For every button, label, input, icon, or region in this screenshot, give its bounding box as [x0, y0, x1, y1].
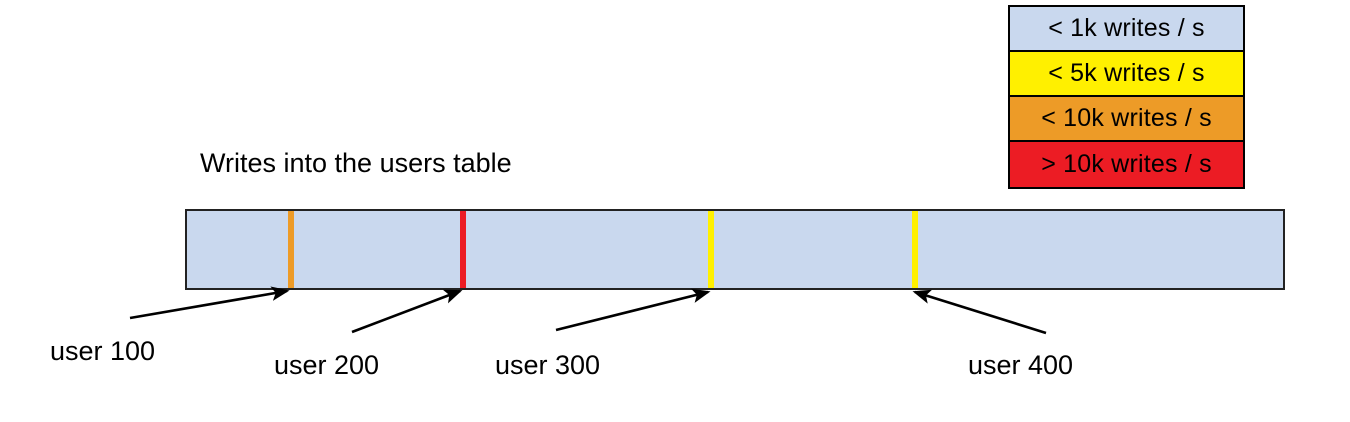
legend-label-under-10k: < 10k writes / s [1041, 104, 1212, 132]
user-300-label: user 300 [495, 350, 601, 380]
user-400-label: user 400 [968, 350, 1074, 380]
arrow-4 [912, 289, 1047, 335]
user-400-marker [912, 211, 918, 288]
legend-row-under-10k: < 10k writes / s [1010, 97, 1243, 142]
legend-row-under-5k: < 5k writes / s [1010, 52, 1243, 97]
user-200-label: user 200 [274, 350, 380, 380]
legend-label-under-5k: < 5k writes / s [1048, 59, 1205, 87]
legend-label-over-10k: > 10k writes / s [1041, 150, 1212, 178]
diagram-caption: Writes into the users table [200, 148, 512, 178]
legend: < 1k writes / s < 5k writes / s < 10k wr… [1008, 5, 1245, 189]
users-table-bar [185, 209, 1285, 290]
user-100-marker [288, 211, 294, 288]
arrow-2 [351, 289, 463, 334]
legend-row-under-1k: < 1k writes / s [1010, 7, 1243, 52]
legend-row-over-10k: > 10k writes / s [1010, 142, 1243, 187]
arrow-3 [555, 288, 711, 332]
user-200-marker [460, 211, 466, 288]
user-300-marker [708, 211, 714, 288]
legend-label-under-1k: < 1k writes / s [1048, 14, 1205, 42]
user-100-label: user 100 [50, 336, 156, 366]
arrow-1 [129, 286, 290, 320]
